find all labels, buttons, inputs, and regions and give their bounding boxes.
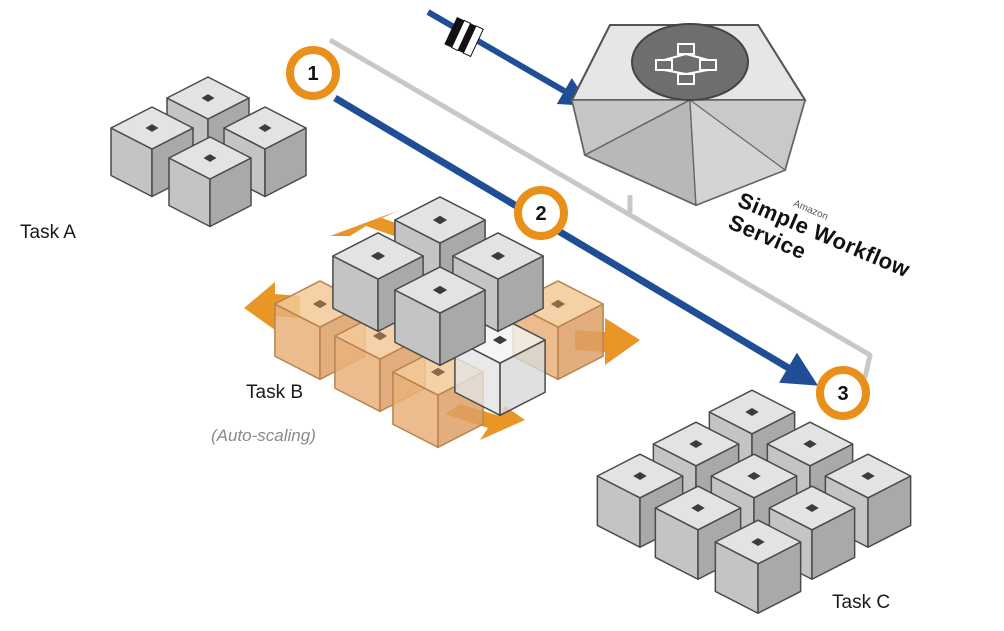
step-badge-2: 2	[514, 186, 568, 240]
task-b-label: Task B	[246, 382, 304, 403]
task-a-label: Task A	[20, 222, 76, 243]
task-c-cube	[824, 453, 912, 548]
input-arrow	[426, 9, 591, 107]
guide-line	[328, 37, 873, 379]
step-number-1: 1	[307, 63, 318, 85]
task-c-label: Task C	[832, 592, 891, 613]
flow-arrow	[333, 94, 819, 386]
task-b-subtitle: (Auto-scaling)	[211, 426, 316, 445]
step-badge-3: 3	[816, 366, 870, 420]
document-icon	[444, 17, 484, 58]
step-number-3: 3	[837, 383, 848, 405]
scale-arrow-left	[244, 282, 300, 330]
task-b-cubes	[274, 196, 604, 449]
task-c-cubes	[596, 389, 912, 614]
task-c-cube	[714, 519, 802, 614]
swf-service-icon	[570, 23, 807, 207]
workflow-icon	[631, 23, 749, 101]
step-badge-1: 1	[286, 46, 340, 100]
task-a-cubes	[110, 76, 307, 228]
task-b-cube	[454, 316, 546, 417]
task-a-cube	[168, 136, 252, 228]
step-number-2: 2	[535, 203, 546, 225]
task-b-cube	[394, 266, 486, 367]
task-a-cube	[110, 106, 194, 198]
scale-arrow-right	[575, 318, 640, 365]
